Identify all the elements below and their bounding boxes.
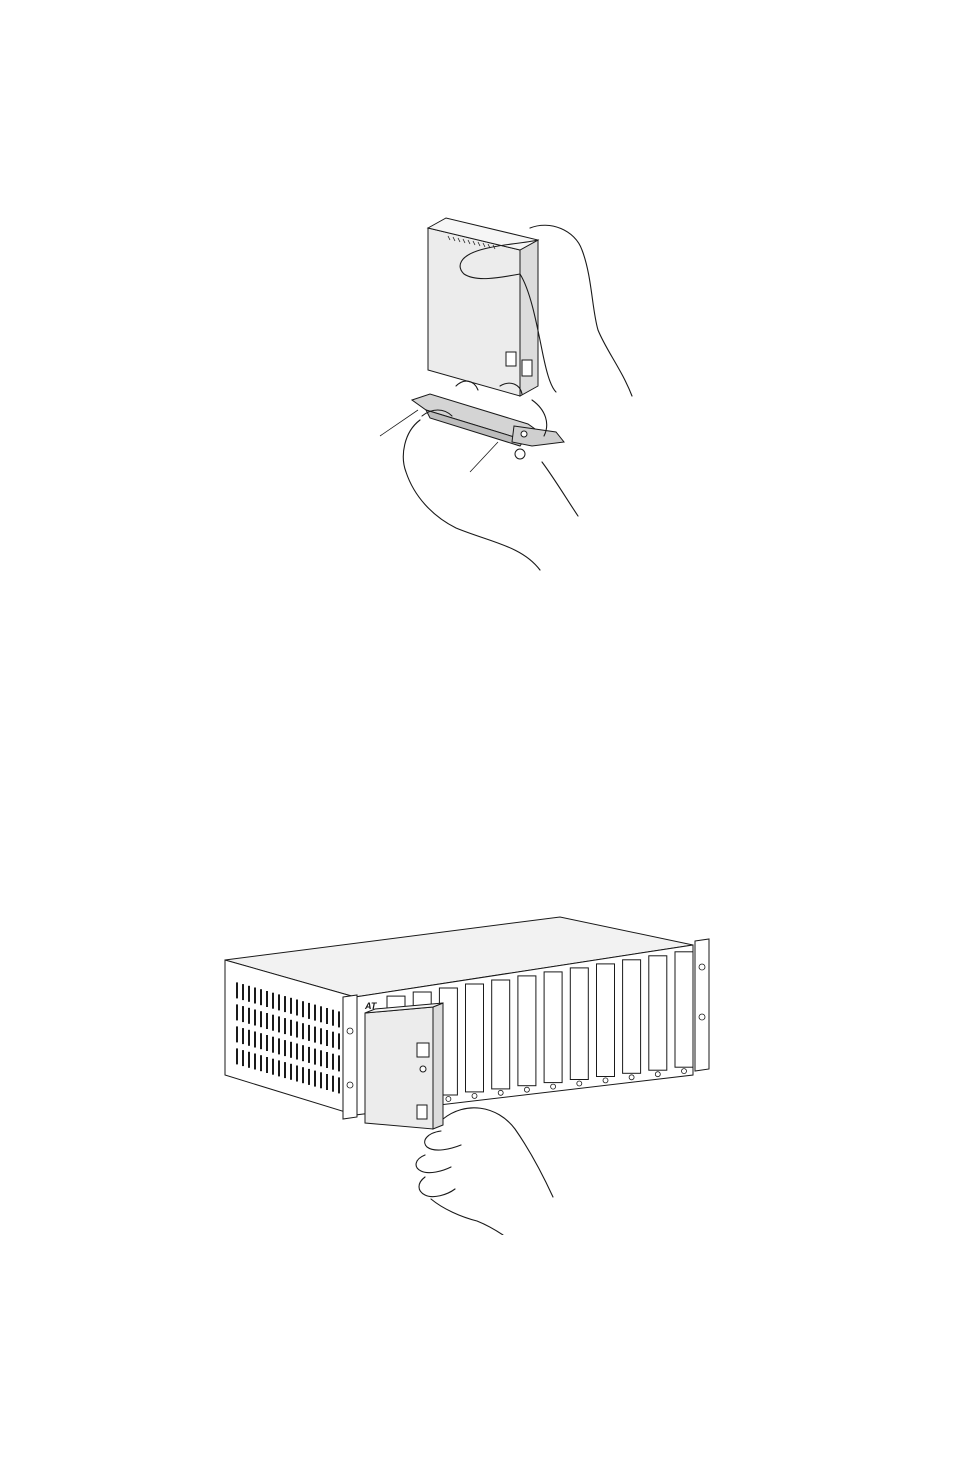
mounting-bracket [412,394,564,459]
chassis-slot [544,972,562,1083]
callout-line [380,410,418,436]
bracket-screw-icon [521,431,527,437]
chassis-slot [597,964,615,1077]
chassis-slot [675,952,693,1067]
chassis-slot [518,976,536,1086]
chassis-slot [492,980,510,1089]
rack-installation-figure: AT [215,905,730,1235]
media-converter-module [428,218,538,396]
chassis-slot [649,956,667,1070]
rack-installation-illustration: AT [215,905,730,1235]
chassis: AT [225,917,709,1119]
chassis-slot [466,984,484,1092]
rj45-port-icon [506,352,516,366]
fiber-port-icon [522,360,532,376]
chassis-slot [623,960,641,1074]
inserted-module [365,1003,443,1129]
right-rack-ear [695,939,709,1071]
bracket-attachment-figure [360,210,660,590]
callout-line [470,442,498,472]
chassis-slot [570,968,588,1080]
bracket-thumbscrew-icon [515,449,525,459]
left-rack-ear [343,995,357,1119]
led-icon [420,1066,426,1072]
rj45-port-icon [417,1043,429,1057]
bracket-attachment-illustration [360,210,660,590]
fiber-port-icon [417,1105,427,1119]
